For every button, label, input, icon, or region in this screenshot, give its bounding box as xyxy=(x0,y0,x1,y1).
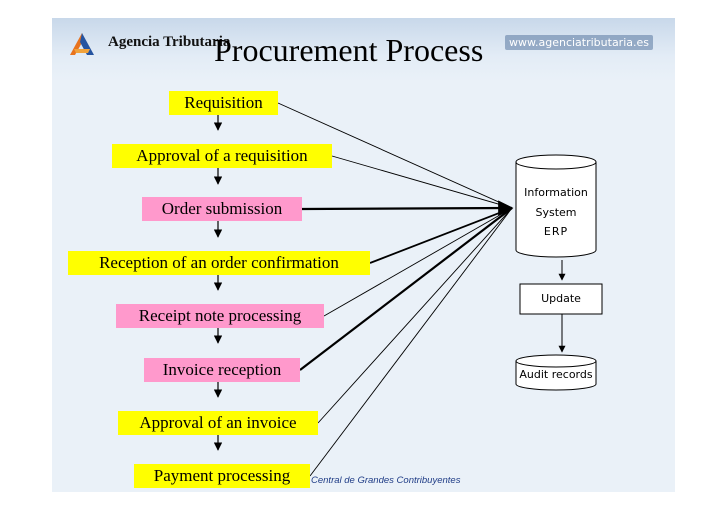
connector-invoice-reception xyxy=(299,207,513,371)
step-receipt-note-processing: Receipt note processing xyxy=(116,304,324,328)
page-title: Procurement Process xyxy=(214,32,484,68)
diagram-canvas xyxy=(213,102,603,477)
agencia-tributaria-logo-icon xyxy=(70,33,94,55)
header-banner xyxy=(52,18,675,82)
database-label-line-1: Information xyxy=(524,186,588,199)
step-payment-processing: Payment processing xyxy=(134,464,310,488)
database-label-line-2: System xyxy=(535,206,577,219)
step-invoice-reception: Invoice reception xyxy=(144,358,300,382)
update-box xyxy=(519,283,603,315)
connector-payment-processing xyxy=(309,207,513,477)
step-requisition: Requisition xyxy=(169,91,278,115)
connector-receipt-note xyxy=(323,207,513,317)
audit-records-cylinder-icon xyxy=(515,354,597,391)
update-label: Update xyxy=(541,292,581,305)
connector-order-submission xyxy=(301,200,514,216)
brand-name: Agencia Tributaria xyxy=(108,34,231,50)
slide: Agencia Tributaria Procurement Process w… xyxy=(52,18,675,492)
connector-requisition xyxy=(277,102,513,209)
database-label-line-3: ERP xyxy=(543,225,569,238)
step-order-submission: Order submission xyxy=(142,197,302,221)
connector-approval-invoice xyxy=(317,207,513,424)
connector-order-confirmation xyxy=(369,207,513,264)
step-approval-invoice: Approval of an invoice xyxy=(118,411,318,435)
website-link[interactable]: www.agenciatributaria.es xyxy=(505,35,653,50)
audit-records-label: Audit records xyxy=(519,368,593,381)
connector-approval-requisition xyxy=(331,155,513,209)
footer-text: Central de Grandes Contribuyentes xyxy=(311,475,461,486)
database-cylinder-icon xyxy=(515,154,597,258)
step-approval-requisition: Approval of a requisition xyxy=(112,144,332,168)
step-order-confirmation: Reception of an order confirmation xyxy=(68,251,370,275)
system-connectors xyxy=(277,102,514,477)
